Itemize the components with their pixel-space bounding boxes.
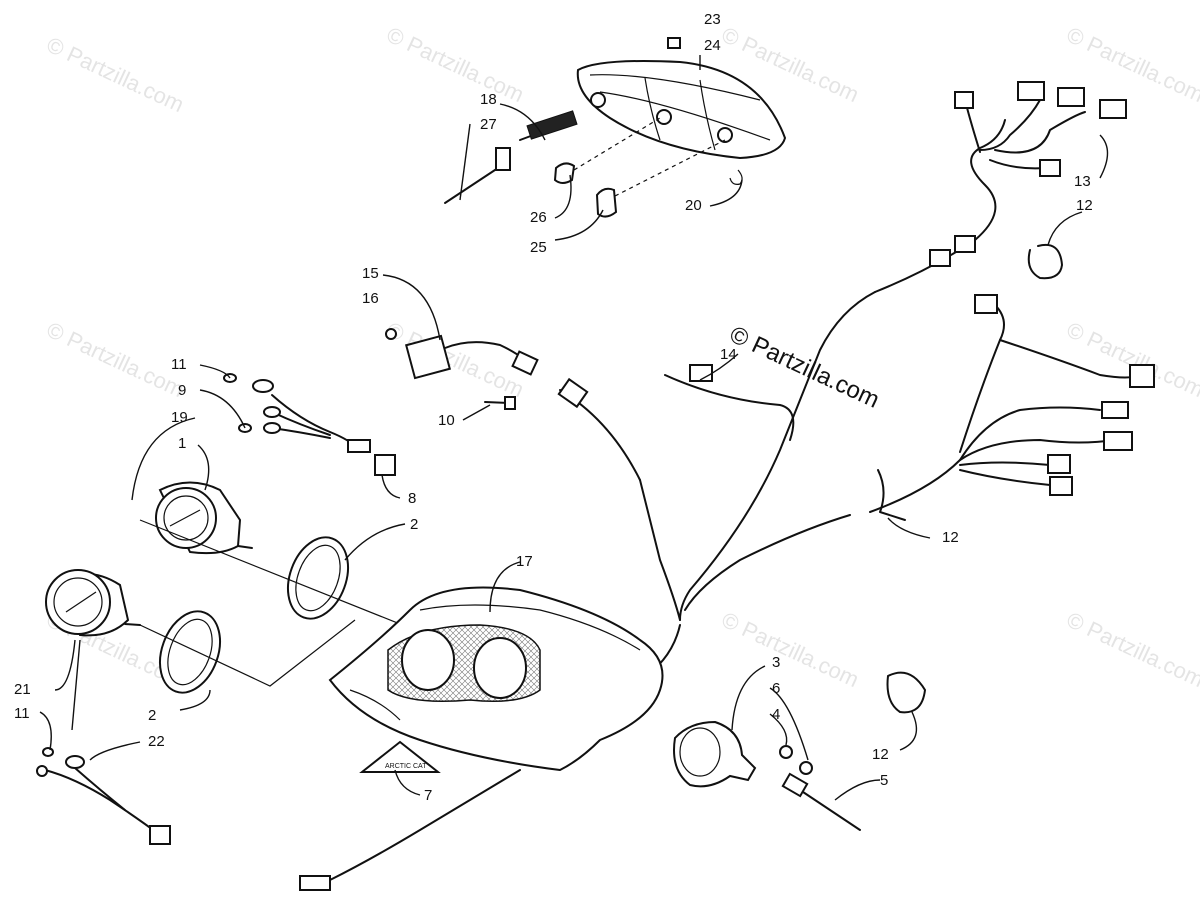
callout-16: 16 xyxy=(362,290,379,307)
callout-12: 12 xyxy=(942,529,959,546)
callout-11: 11 xyxy=(14,705,30,722)
bolt-10 xyxy=(504,396,516,410)
spring-18 xyxy=(526,110,578,140)
connector xyxy=(1103,431,1133,451)
socket-25 xyxy=(595,187,618,218)
connector xyxy=(1049,476,1073,496)
nut-16 xyxy=(385,328,397,340)
callout-labels: 23 24 18 27 26 25 20 13 12 15 16 10 14 1… xyxy=(14,11,1093,804)
connector xyxy=(954,235,976,253)
callout-13: 13 xyxy=(1074,173,1091,190)
callout-12: 12 xyxy=(1076,197,1093,214)
watermark-text: © Partzilla.com xyxy=(43,32,188,117)
callout-12: 12 xyxy=(872,746,889,763)
clip-23 xyxy=(667,37,681,49)
callout-24: 24 xyxy=(704,37,721,54)
connector xyxy=(1129,364,1155,388)
connector-8 xyxy=(374,454,396,476)
watermark-text: © Partzilla.com xyxy=(43,317,188,402)
callout-22: 22 xyxy=(148,733,165,750)
watermark-text: © Partzilla.com xyxy=(1063,317,1200,402)
callout-7: 7 xyxy=(424,787,432,804)
connector xyxy=(511,350,539,376)
nut-6 xyxy=(799,761,813,775)
callout-26: 26 xyxy=(530,209,547,226)
connector xyxy=(149,825,171,845)
speedometer-21 xyxy=(45,569,141,637)
washer-4 xyxy=(779,745,793,759)
clamp-12 xyxy=(1027,243,1063,280)
connector xyxy=(929,249,951,267)
dash-panel-17: ARCTIC CAT xyxy=(299,586,664,891)
watermark-text: © Partzilla.com xyxy=(383,22,528,107)
callout-2: 2 xyxy=(410,516,418,533)
callout-5: 5 xyxy=(880,772,888,789)
callout-14: 14 xyxy=(720,346,737,363)
callout-19: 19 xyxy=(171,409,188,426)
connector xyxy=(1047,454,1071,474)
callout-23: 23 xyxy=(704,11,721,28)
callout-2: 2 xyxy=(148,707,156,724)
connector xyxy=(1039,159,1061,177)
clamp-12 xyxy=(886,671,927,714)
tail-light-assembly xyxy=(444,37,787,218)
clip-20 xyxy=(729,169,743,185)
callout-21: 21 xyxy=(14,681,31,698)
watermark-text: © Partzilla.com xyxy=(718,607,863,692)
connector xyxy=(954,91,974,109)
watermark-main: © Partzilla.com xyxy=(725,321,883,414)
callout-9: 9 xyxy=(178,382,186,399)
main-harness xyxy=(557,294,1155,681)
callout-27: 27 xyxy=(480,116,497,133)
connector xyxy=(689,364,713,382)
connector xyxy=(1101,401,1129,419)
callout-3: 3 xyxy=(772,654,780,671)
connector xyxy=(1099,99,1127,119)
connector xyxy=(1057,87,1085,107)
callout-8: 8 xyxy=(408,490,416,507)
bulb-5 xyxy=(781,772,809,798)
resistor-assembly xyxy=(385,328,539,410)
connector xyxy=(974,294,998,314)
decal-7 xyxy=(359,740,441,773)
rear-harness xyxy=(679,81,1127,621)
callout-18: 18 xyxy=(480,91,497,108)
callout-25: 25 xyxy=(530,239,547,256)
connector xyxy=(347,439,371,453)
callout-20: 20 xyxy=(685,197,702,214)
callout-6: 6 xyxy=(772,680,780,697)
resistor-15 xyxy=(404,334,452,380)
gauges xyxy=(45,481,441,694)
callout-1: 1 xyxy=(178,435,186,452)
gauge-wiring xyxy=(36,373,396,845)
callout-15: 15 xyxy=(362,265,379,282)
connector xyxy=(299,875,331,891)
callout-11: 11 xyxy=(171,356,187,373)
bezel-ring-2 xyxy=(159,610,221,694)
bulb-26 xyxy=(553,162,576,184)
bezel-ring-2 xyxy=(287,536,349,620)
leader-lines xyxy=(39,55,1109,801)
watermark-text: © Partzilla.com xyxy=(1063,607,1200,692)
indicator-assembly xyxy=(673,671,927,831)
callout-4: 4 xyxy=(772,706,780,723)
decal-text: ARCTIC CAT xyxy=(385,763,427,770)
connector xyxy=(557,377,589,409)
callout-10: 10 xyxy=(438,412,455,429)
tachometer-1 xyxy=(155,481,253,555)
connector xyxy=(1017,81,1045,101)
callout-17: 17 xyxy=(516,553,533,570)
bracket-27 xyxy=(495,147,511,171)
watermark-text: © Partzilla.com xyxy=(383,317,528,402)
